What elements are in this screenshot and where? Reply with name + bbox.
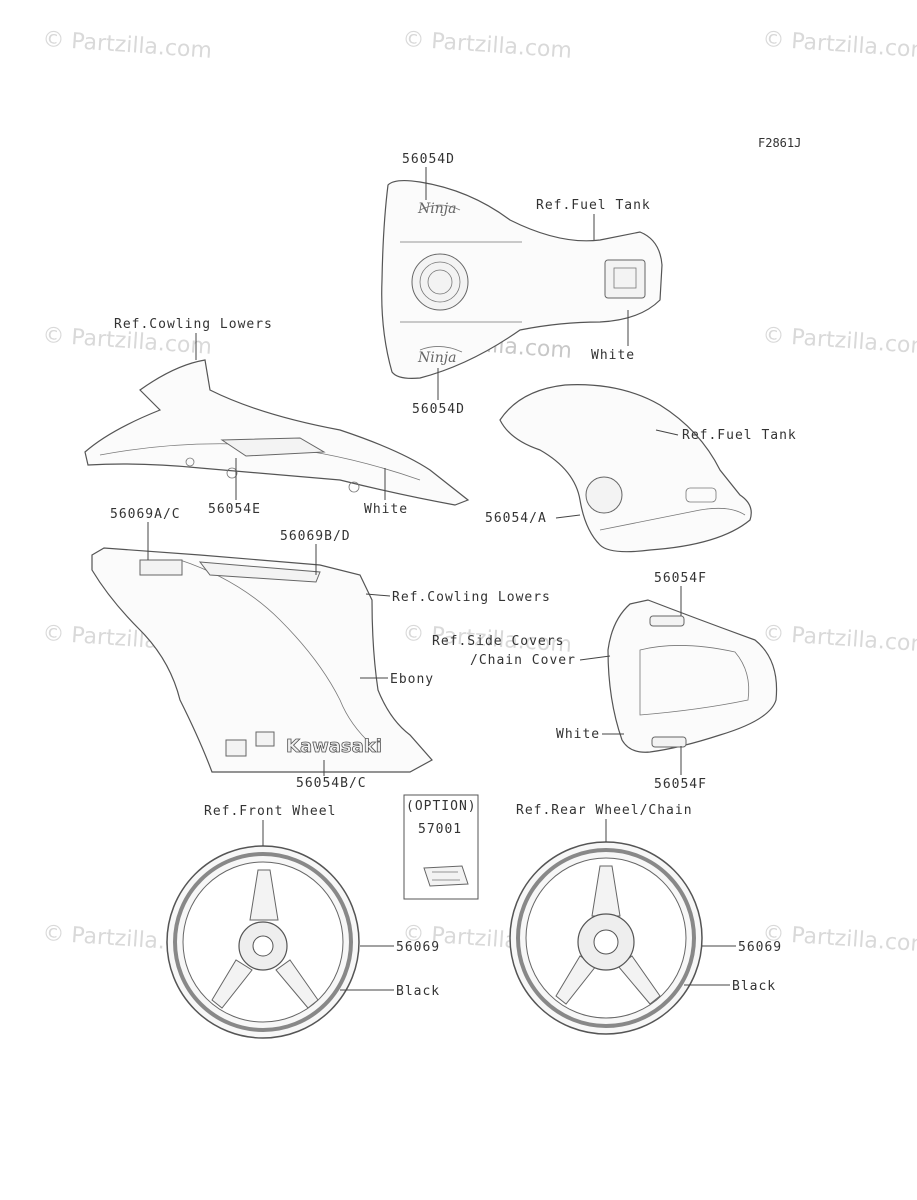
label-56069BD: 56069B/D <box>280 529 351 544</box>
watermark: © Partzilla.com <box>762 921 917 958</box>
label-56069AC: 56069A/C <box>110 507 181 522</box>
option-part-number: 57001 <box>418 822 462 837</box>
watermark: © Partzilla.com <box>402 27 573 64</box>
side-cover <box>607 599 778 753</box>
label-white-tank: White <box>591 348 635 363</box>
option-box: (OPTION) 57001 <box>403 794 479 900</box>
watermark-layer: © Partzilla.com © Partzilla.com © Partzi… <box>42 27 917 958</box>
ninja-decal-top: Ninja <box>417 201 456 217</box>
kawasaki-decal: Kawasaki <box>286 736 382 757</box>
watermark: © Partzilla.com <box>762 621 917 658</box>
label-56054BC: 56054B/C <box>296 776 367 791</box>
label-white-side: White <box>556 727 600 742</box>
fuel-tank-side-view <box>499 384 752 553</box>
diagram-code: F2861J <box>758 136 801 150</box>
ninja-decal-bottom: Ninja <box>417 350 456 366</box>
label-56054E: 56054E <box>208 502 261 517</box>
label-ref-rear-wheel: Ref.Rear Wheel/Chain <box>516 803 693 818</box>
label-rear-56069: 56069 <box>738 940 782 955</box>
label-ebony: Ebony <box>390 672 434 687</box>
watermark: © Partzilla.com <box>762 323 917 360</box>
label-ref-side-covers: Ref.Side Covers <box>432 634 564 649</box>
rear-wheel <box>509 841 703 1035</box>
upper-cowl <box>84 359 470 506</box>
watermark: © Partzilla.com <box>42 27 213 64</box>
option-title: (OPTION) <box>406 799 477 814</box>
label-rear-black: Black <box>732 979 776 994</box>
fuel-tank-top-view: Ninja Ninja <box>381 179 663 379</box>
label-ref-cowling-lowers-2: Ref.Cowling Lowers <box>392 590 551 605</box>
label-56054F-bottom: 56054F <box>654 777 707 792</box>
label-56054A: 56054/A <box>485 511 547 526</box>
label-ref-fuel-tank-2: Ref.Fuel Tank <box>682 428 797 443</box>
lower-fairing: Kawasaki <box>91 547 433 773</box>
label-56054F-top: 56054F <box>654 571 707 586</box>
label-ref-front-wheel: Ref.Front Wheel <box>204 804 336 819</box>
label-white-cowl: White <box>364 502 408 517</box>
label-ref-fuel-tank: Ref.Fuel Tank <box>536 198 651 213</box>
label-56054D-top: 56054D <box>402 152 455 167</box>
front-wheel <box>166 845 360 1039</box>
label-chain-cover: /Chain Cover <box>470 653 576 668</box>
label-front-56069: 56069 <box>396 940 440 955</box>
label-ref-cowling-lowers: Ref.Cowling Lowers <box>114 317 273 332</box>
label-front-black: Black <box>396 984 440 999</box>
watermark: © Partzilla.com <box>762 27 917 64</box>
label-56054D-bottom: 56054D <box>412 402 465 417</box>
